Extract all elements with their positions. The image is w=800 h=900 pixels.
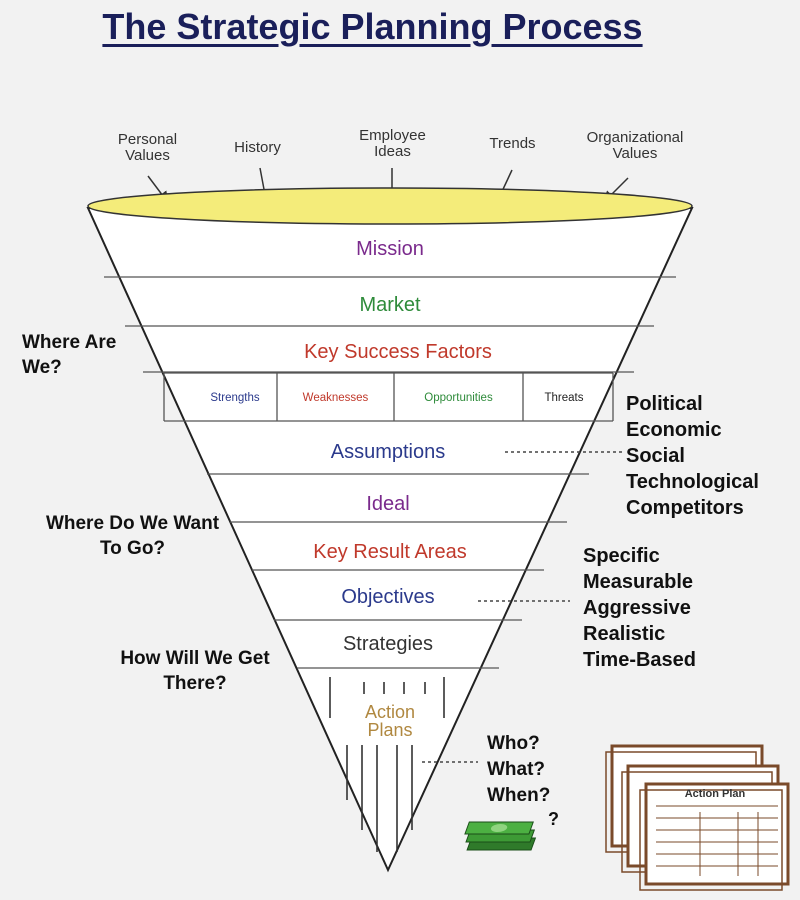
layer-objectives: Objectives <box>341 586 435 608</box>
layer-ideal: Ideal <box>366 493 410 515</box>
action-plan-strokes <box>329 677 445 852</box>
criterion-realistic: Realistic <box>583 623 666 645</box>
criterion-aggressive: Aggressive <box>583 597 691 619</box>
question-how-will-we-get-there: How Will We Get There? <box>120 648 270 694</box>
factor-political: Political <box>626 393 703 415</box>
swot-weaknesses: Weaknesses <box>302 392 369 404</box>
layer-key-result-areas: Key Result Areas <box>313 541 467 563</box>
money-question-mark: ? <box>548 809 559 829</box>
factor-economic: Economic <box>626 419 722 441</box>
factor-competitors: Competitors <box>626 497 744 519</box>
input-personal-values: Personal Values <box>117 131 178 164</box>
question-where-are-we: Where Are We? <box>22 332 117 378</box>
factor-social: Social <box>626 445 685 467</box>
swot-threats: Threats <box>544 392 584 404</box>
layer-key-success-factors: Key Success Factors <box>304 341 492 363</box>
criterion-specific: Specific <box>583 545 660 567</box>
action-plan-docs-icon <box>605 744 790 891</box>
swot-grid <box>163 373 614 421</box>
dotted-connectors <box>422 451 622 763</box>
layer-strategies: Strategies <box>342 633 434 655</box>
input-history: History <box>234 139 281 156</box>
assumption-factors-list: Political Economic Social Technological … <box>626 391 759 521</box>
action-questions-list: Who? What? When? <box>487 731 550 809</box>
swot-strengths: Strengths <box>210 392 260 404</box>
action-when: When? <box>487 785 551 806</box>
input-employee-ideas: Employee Ideas <box>359 127 426 160</box>
objective-criteria-list: Specific Measurable Aggressive Realistic… <box>583 543 696 673</box>
layer-assumptions: Assumptions <box>330 441 446 463</box>
layer-mission: Mission <box>356 238 424 260</box>
layer-action-plans: Action Plans <box>364 702 416 740</box>
input-organizational-values: Organizational Values <box>586 129 684 162</box>
criterion-time-based: Time-Based <box>583 649 697 671</box>
money-icon <box>464 821 537 851</box>
layer-market: Market <box>359 294 421 316</box>
action-who: Who? <box>487 733 540 754</box>
action-plan-doc-title: Action Plan <box>684 788 746 800</box>
layer-dividers <box>104 276 676 669</box>
question-where-do-we-want-to-go: Where Do We Want To Go? <box>45 513 220 559</box>
page-title: The Strategic Planning Process <box>102 6 643 47</box>
criterion-measurable: Measurable <box>583 571 694 593</box>
swot-opportunities: Opportunities <box>424 392 493 404</box>
input-trends: Trends <box>489 135 536 152</box>
factor-technological: Technological <box>626 471 759 493</box>
funnel-top-ellipse <box>87 187 693 225</box>
action-what: What? <box>487 759 546 780</box>
